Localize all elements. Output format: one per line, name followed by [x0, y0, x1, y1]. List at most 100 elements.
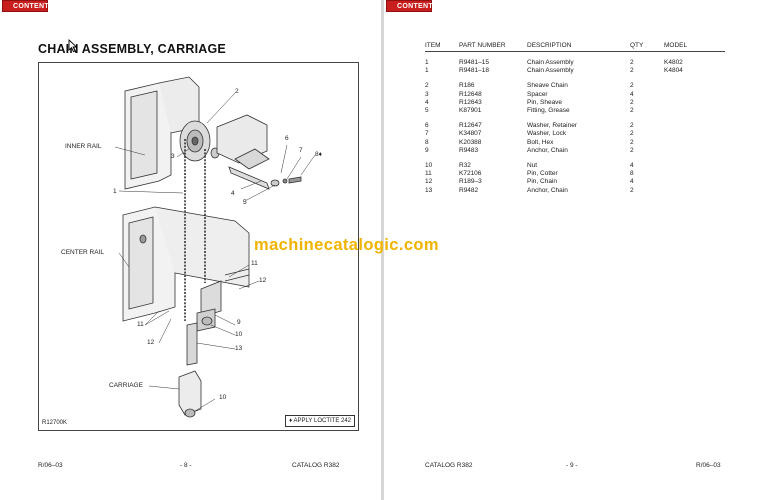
cell-item: 9 — [425, 146, 429, 154]
cell-model — [664, 187, 725, 195]
cell-qty: 2 — [630, 138, 634, 146]
cell-model — [664, 162, 725, 170]
callout-8: 8♦ — [315, 151, 322, 158]
callout-11a: 11 — [251, 260, 258, 267]
cell-part: R9481–18 — [459, 67, 489, 75]
cell-model — [664, 91, 725, 99]
cell-desc: Sheave Chain — [527, 82, 568, 90]
header-description: DESCRIPTION — [527, 41, 630, 52]
cell-model: K4804 — [664, 67, 683, 75]
cell-part: K20388 — [459, 138, 482, 146]
footer-date-right: R/06–03 — [696, 462, 721, 469]
cell-qty: 4 — [630, 90, 634, 98]
page-title: CHAIN ASSEMBLY, CARRIAGE — [38, 42, 226, 56]
cell-item: 3 — [425, 90, 429, 98]
cell-desc: Chain Assembly — [527, 59, 574, 66]
cell-item: 10 — [425, 162, 433, 170]
callout-12a: 12 — [259, 277, 267, 284]
figure-id: R12700K — [42, 420, 68, 426]
cell-part: R189–3 — [459, 178, 482, 186]
watermark: machinecatalogic.com — [254, 236, 439, 254]
cell-model — [664, 147, 725, 155]
table-row: 2 R186 Sheave Chain 2 — [425, 82, 725, 90]
carriage-bracket — [178, 370, 202, 416]
header-qty: QTY — [630, 41, 664, 52]
cell-part: R32 — [459, 162, 471, 170]
cell-item: 8 — [425, 138, 429, 146]
cell-part: K72106 — [459, 170, 482, 178]
contents-button-left[interactable]: CONTENTS — [2, 0, 54, 12]
callout-4: 4 — [231, 190, 235, 197]
cell-qty: 2 — [630, 186, 634, 194]
cell-desc: Pin, Sheave — [527, 98, 563, 106]
footer-page-left: - 8 - — [180, 462, 192, 469]
sheave-pin — [228, 166, 270, 190]
label-inner-rail: INNER RAIL — [65, 143, 102, 150]
cell-item: 11 — [425, 170, 432, 178]
footer-catalog-left: CATALOG R382 — [292, 462, 340, 469]
cell-desc: Spacer — [527, 90, 548, 98]
cell-qty: 2 — [630, 67, 634, 75]
cell-item: 7 — [425, 130, 429, 138]
cell-desc: Pin, Chain — [527, 178, 557, 186]
cell-qty: 2 — [630, 59, 634, 66]
callout-1: 1 — [113, 188, 117, 195]
cell-model — [664, 82, 725, 90]
label-carriage: CARRIAGE — [109, 382, 143, 389]
cell-part: R9483 — [459, 146, 479, 154]
cell-qty: 4 — [630, 162, 634, 170]
page-gutter — [381, 0, 384, 500]
cell-item: 2 — [425, 82, 429, 90]
footer-page-right: - 9 - — [566, 462, 578, 469]
chain-anchor-13 — [186, 322, 198, 366]
parts-table: ITEM PART NUMBER DESCRIPTION QTY MODEL 1… — [425, 41, 725, 195]
cell-qty: 2 — [630, 107, 634, 115]
cell-part: R186 — [459, 82, 475, 90]
cell-model — [664, 122, 725, 130]
callout-11b: 11 — [137, 321, 144, 328]
cell-model — [664, 139, 725, 147]
cell-qty: 2 — [630, 122, 634, 130]
exploded-diagram: INNER RAIL CENTER RAIL CARRIAGE 1 2 3 4 … — [38, 62, 359, 431]
parts-table-header: ITEM PART NUMBER DESCRIPTION QTY MODEL — [425, 41, 725, 52]
footer-catalog-right: CATALOG R382 — [425, 462, 473, 469]
cell-qty: 2 — [630, 130, 634, 138]
callout-12b: 12 — [147, 339, 155, 346]
callout-10a: 10 — [235, 331, 243, 338]
callout-5: 5 — [243, 199, 247, 206]
cell-part: R12643 — [459, 98, 482, 106]
cell-desc: Pin, Cotter — [527, 170, 558, 178]
callout-13: 13 — [235, 345, 243, 352]
callout-6: 6 — [285, 135, 289, 142]
cell-model: K4802 — [664, 59, 683, 66]
cell-desc: Washer, Retainer — [527, 122, 577, 130]
cell-part: R9481–15 — [459, 59, 489, 66]
cell-model — [664, 178, 725, 186]
cell-qty: 2 — [630, 82, 634, 90]
cell-desc: Anchor, Chain — [527, 146, 568, 154]
cell-item: 5 — [425, 107, 429, 115]
cell-model — [664, 170, 725, 178]
cell-item: 6 — [425, 122, 429, 130]
cell-desc: Fitting, Grease — [527, 107, 570, 115]
cell-model — [664, 130, 725, 138]
right-page: CONTENTS ITEM PART NUMBER DESCRIPTION QT… — [384, 0, 768, 500]
callout-3: 3 — [171, 153, 175, 160]
cell-item: 1 — [425, 67, 429, 75]
contents-button-right[interactable]: CONTENTS — [386, 0, 438, 12]
footer-date-left: R/06–03 — [38, 462, 63, 469]
mouse-pointer-icon — [68, 39, 78, 53]
header-part-number: PART NUMBER — [459, 41, 527, 52]
header-model: MODEL — [664, 41, 725, 52]
cell-part: R12648 — [459, 90, 482, 98]
